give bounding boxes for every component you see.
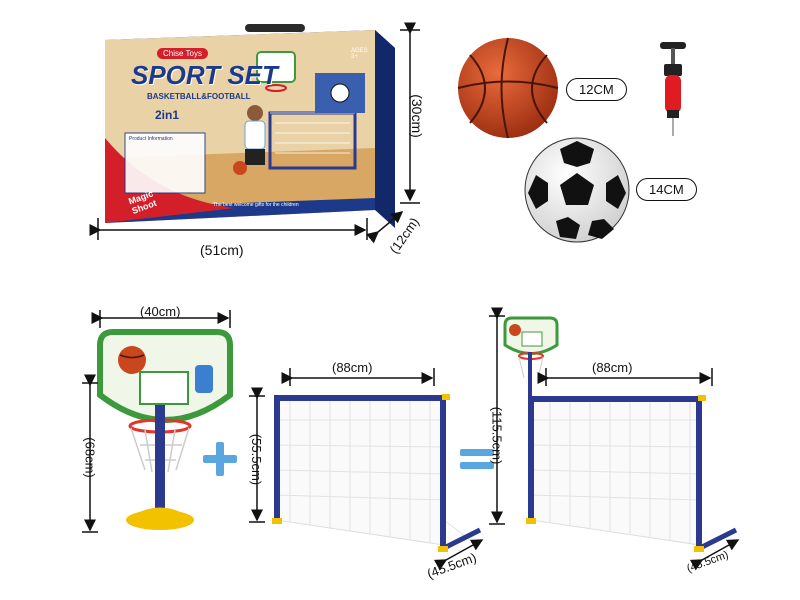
product-box: Chise Toys SPORT SET BASKETBALL&FOOTBALL… xyxy=(95,18,405,243)
goal-width-label: (88cm) xyxy=(332,360,373,375)
plus-icon xyxy=(203,442,237,476)
basketball-illustration xyxy=(457,37,559,139)
football-illustration xyxy=(524,137,630,243)
football-size-tag: 14CM xyxy=(636,178,697,201)
box-brand: Chise Toys xyxy=(157,48,208,59)
box-width-label: (51cm) xyxy=(200,242,244,258)
box-title: SPORT SET xyxy=(131,60,278,90)
combo-goal-width-label: (88cm) xyxy=(592,360,633,375)
pump-icon xyxy=(660,42,686,136)
box-illustration xyxy=(105,24,395,228)
box-badge: 2in1 xyxy=(155,108,180,122)
hoop-width-label: (40cm) xyxy=(140,304,181,319)
combo-height-label: (115.5cm) xyxy=(489,406,505,465)
box-age: AGES 3+ xyxy=(351,48,368,60)
box-info-title: Product Information xyxy=(129,136,173,142)
equals-icon xyxy=(460,445,494,473)
box-subtitle: BASKETBALL&FOOTBALL xyxy=(147,92,251,101)
basketball-size-tag: 12CM xyxy=(566,78,627,101)
box-slogan: The best welcome gifts for the children xyxy=(213,202,299,208)
